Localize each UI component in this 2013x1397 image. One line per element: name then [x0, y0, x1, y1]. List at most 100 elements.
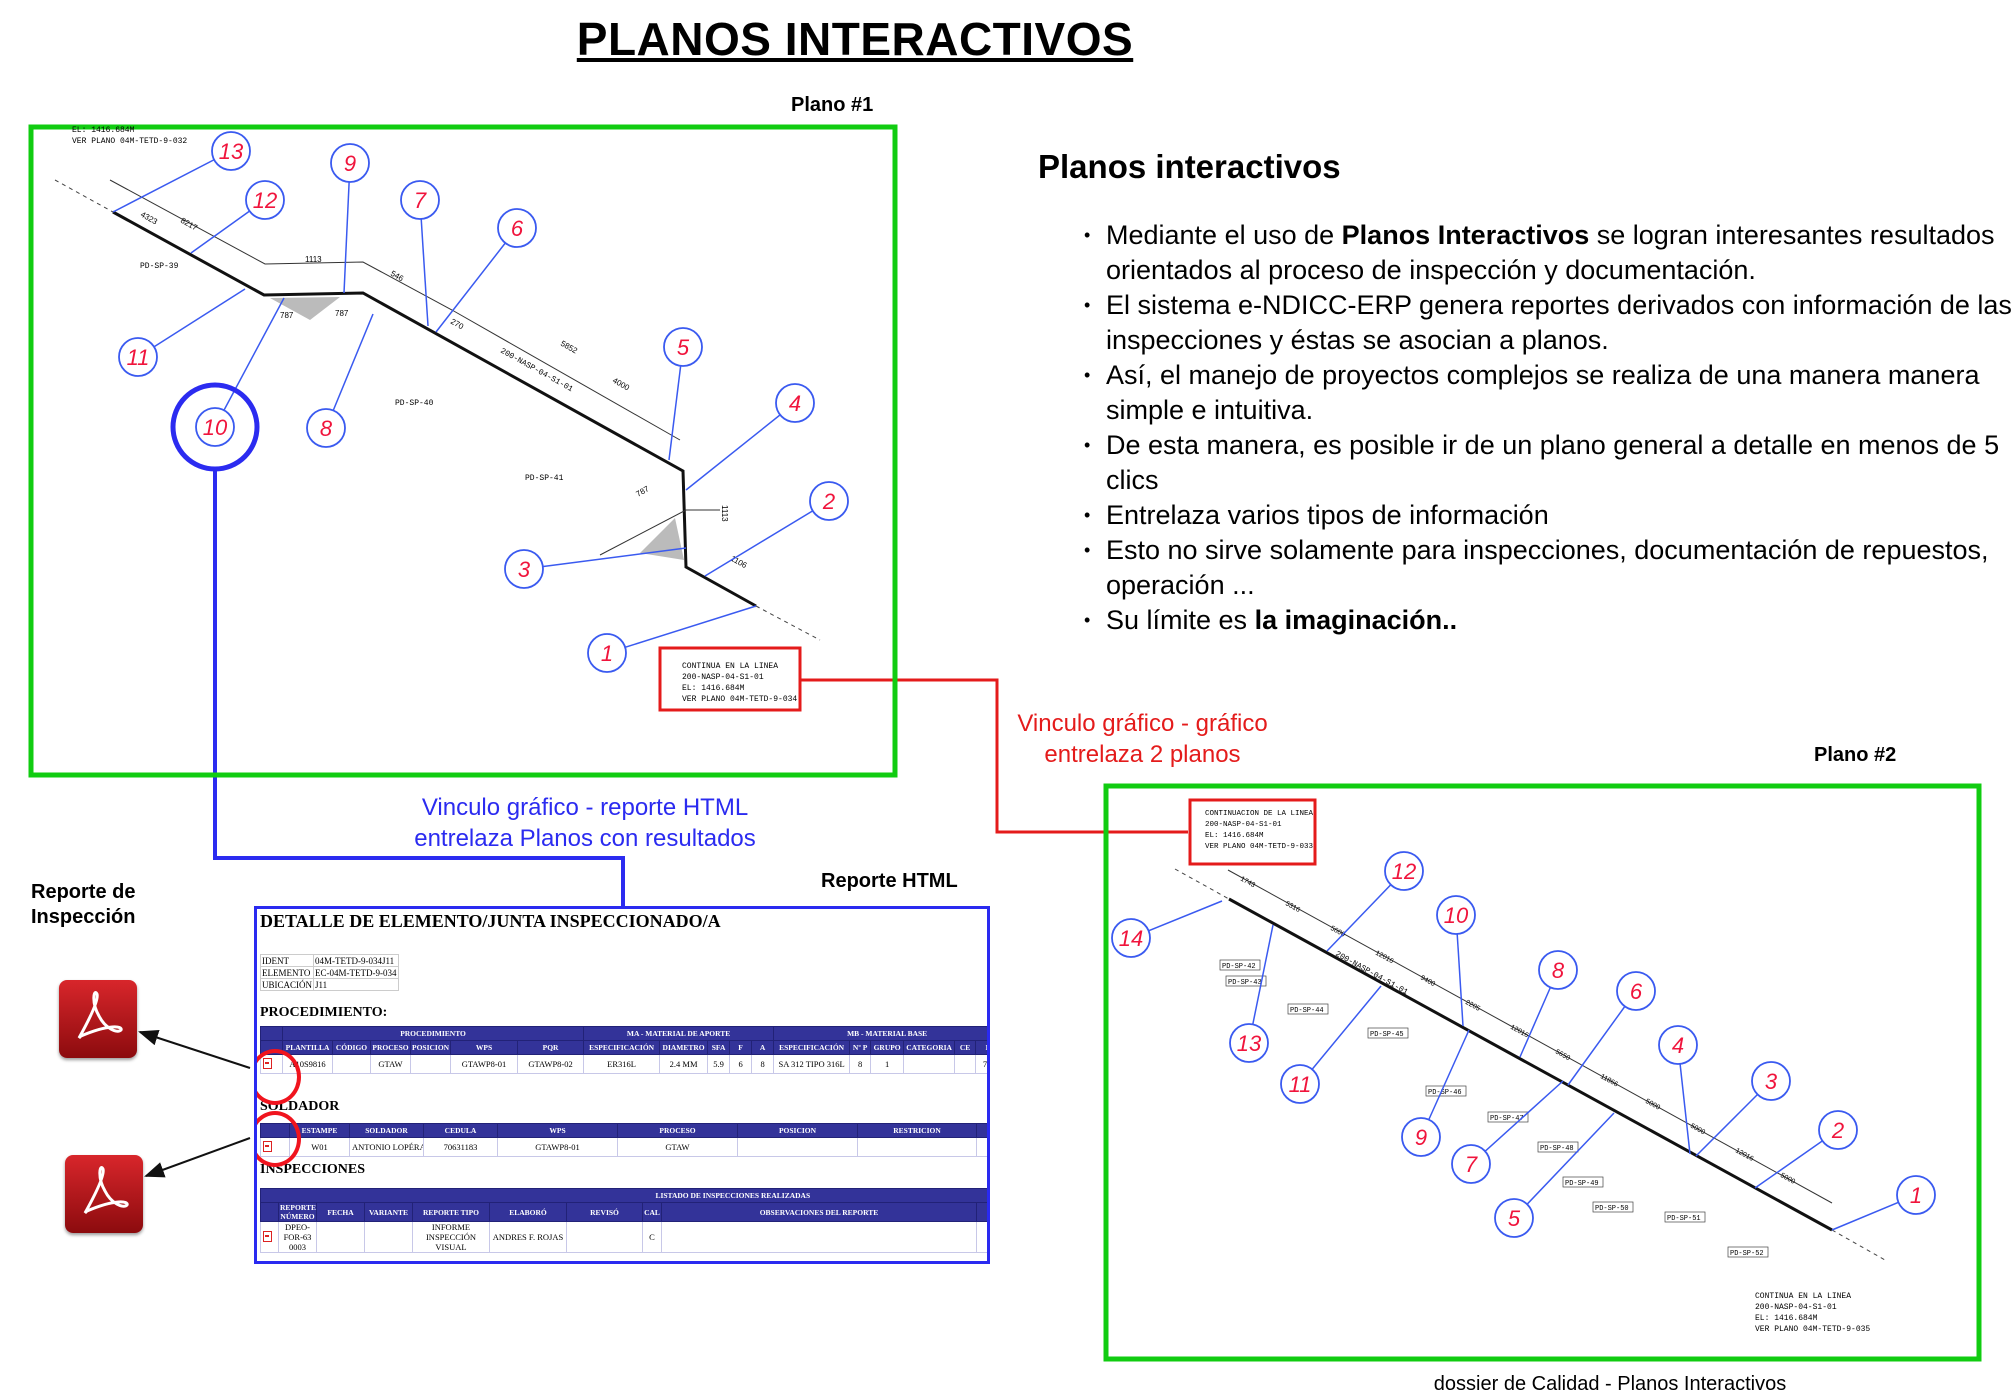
callout-4[interactable]: 4: [1658, 1025, 1698, 1155]
dimension: 11866: [1599, 1073, 1619, 1088]
plano2-drawing: 200-NASP-04-S1-01 PD-SP-42PD-SP-43PD-SP-…: [1174, 868, 1886, 1334]
column-header: REPORTE NÚMERO: [278, 1202, 317, 1222]
leader-line: [214, 297, 285, 428]
highlighted-callout-ring[interactable]: [170, 382, 260, 472]
tag: PD-SP-43: [1228, 979, 1262, 987]
dimension: 1743: [1239, 876, 1256, 890]
callout-6[interactable]: 6: [435, 208, 537, 333]
ident-key: ELEMENTO: [259, 966, 315, 979]
pdf-icon[interactable]: [263, 1230, 272, 1242]
callout-2[interactable]: 2: [1754, 1110, 1858, 1189]
callout-8[interactable]: 8: [306, 313, 374, 448]
callout-2[interactable]: 2: [704, 481, 849, 577]
callout-number: 5: [1508, 1206, 1521, 1231]
pdf-icon[interactable]: [59, 980, 137, 1058]
callout-8[interactable]: 8: [1519, 950, 1578, 1058]
dimension: 12016: [1509, 1024, 1530, 1040]
column-header: CAL: [642, 1202, 662, 1222]
leader-line: [112, 150, 232, 213]
tag: PD-SP-46: [1428, 1089, 1462, 1097]
end-note-line: VER PLANO 04M-TETD-9-035: [1755, 1325, 1870, 1334]
callout-10[interactable]: 10: [1436, 895, 1476, 1027]
plano1-frame[interactable]: [28, 124, 898, 778]
callout-circle: [1751, 1061, 1791, 1101]
inspection-report-label: Reporte de Inspección: [31, 880, 135, 930]
callout-12[interactable]: 12: [190, 180, 285, 254]
pdf-icon[interactable]: [65, 1155, 143, 1233]
column-header: VARIANTE: [364, 1202, 413, 1222]
plano2-link-note-box[interactable]: [1188, 798, 1317, 866]
tag: PD-SP-51: [1667, 1215, 1701, 1223]
callout-14[interactable]: 14: [1111, 900, 1223, 958]
ident-value: J11: [313, 978, 399, 991]
line-id: 200-NASP-04-S1-01: [1334, 950, 1410, 998]
callout-circle: [211, 131, 251, 171]
plano2-label: Plano #2: [1814, 744, 1897, 766]
info-bullet: El sistema e-NDICC-ERP genera reportes d…: [1082, 288, 2012, 358]
label-line: Inspección: [31, 906, 136, 928]
callout-7[interactable]: 7: [400, 180, 440, 327]
dimension: 5000: [1644, 1098, 1661, 1112]
dimension: 787: [635, 484, 652, 499]
pdf-link-highlight: [257, 1111, 301, 1167]
callout-11[interactable]: 11: [1280, 985, 1382, 1104]
callout-circle: [306, 408, 346, 448]
column-header: POSICION: [410, 1040, 451, 1055]
callout-3[interactable]: 3: [504, 547, 687, 589]
plano2-frame[interactable]: [1103, 783, 1982, 1362]
callout-circle: [1538, 950, 1578, 990]
info-bullet: Su límite es la imaginación..: [1082, 603, 2012, 638]
callout-13[interactable]: 13: [112, 131, 251, 213]
link-note-line: VER PLANO 04M-TETD-9-034: [682, 695, 797, 704]
leader-line: [1248, 924, 1274, 1044]
table-cell: [661, 1221, 977, 1253]
callout-12[interactable]: 12: [1326, 851, 1424, 952]
callout-1[interactable]: 1: [1831, 1175, 1936, 1231]
info-bullet: De esta manera, es posible ir de un plan…: [1082, 428, 2012, 498]
callout-9[interactable]: 9: [1401, 1029, 1470, 1157]
callout-11[interactable]: 11: [118, 288, 246, 377]
tag: PD-SP-42: [1222, 963, 1256, 971]
table-cell: [857, 1137, 977, 1157]
callout-circle: [1229, 1023, 1269, 1063]
callout-9[interactable]: 9: [330, 143, 370, 294]
info-bullet: Entrelaza varios tipos de información: [1082, 498, 2012, 533]
callout-number: 5: [677, 335, 690, 360]
callout-7[interactable]: 7: [1451, 1080, 1564, 1184]
plan-link-connector: [799, 678, 1188, 834]
bullet-text: Mediante el uso de: [1106, 220, 1342, 250]
link-note-line: EL: 1416.684M: [682, 684, 745, 693]
plano1-link-note-box[interactable]: [658, 646, 802, 712]
page-title: PLANOS INTERACTIVOS: [576, 13, 1134, 65]
callout-circle: [1384, 851, 1424, 891]
callout-number: 12: [253, 188, 277, 213]
dimension: 1113: [720, 505, 729, 522]
callout-5[interactable]: 5: [1494, 1112, 1615, 1238]
callout-number: 8: [320, 416, 333, 441]
callout-number: 6: [511, 216, 524, 241]
callout-5[interactable]: 5: [663, 327, 703, 461]
callout-1[interactable]: 1: [587, 605, 757, 673]
callout-number: 9: [1415, 1125, 1427, 1150]
table-cell: [316, 1221, 365, 1253]
table-cell: ANDRES F. ROJAS: [489, 1221, 567, 1253]
callout-4[interactable]: 4: [685, 383, 815, 491]
callout-3[interactable]: 3: [1695, 1061, 1791, 1157]
column-group-header: [260, 1026, 283, 1041]
bullet-text: la imaginación..: [1254, 605, 1458, 635]
callout-10[interactable]: 10: [195, 297, 285, 447]
tag: PD-SP-47: [1490, 1115, 1524, 1123]
pdf-cell[interactable]: [260, 1221, 279, 1253]
callout-number: 11: [127, 345, 150, 370]
callout-13[interactable]: 13: [1229, 924, 1274, 1063]
callout-6[interactable]: 6: [1567, 971, 1656, 1086]
leader-line: [343, 162, 351, 294]
leader-line: [1513, 1112, 1615, 1219]
dimension: 1106: [729, 554, 749, 570]
callout-number: 3: [1765, 1069, 1778, 1094]
leader-line: [1470, 1080, 1564, 1165]
